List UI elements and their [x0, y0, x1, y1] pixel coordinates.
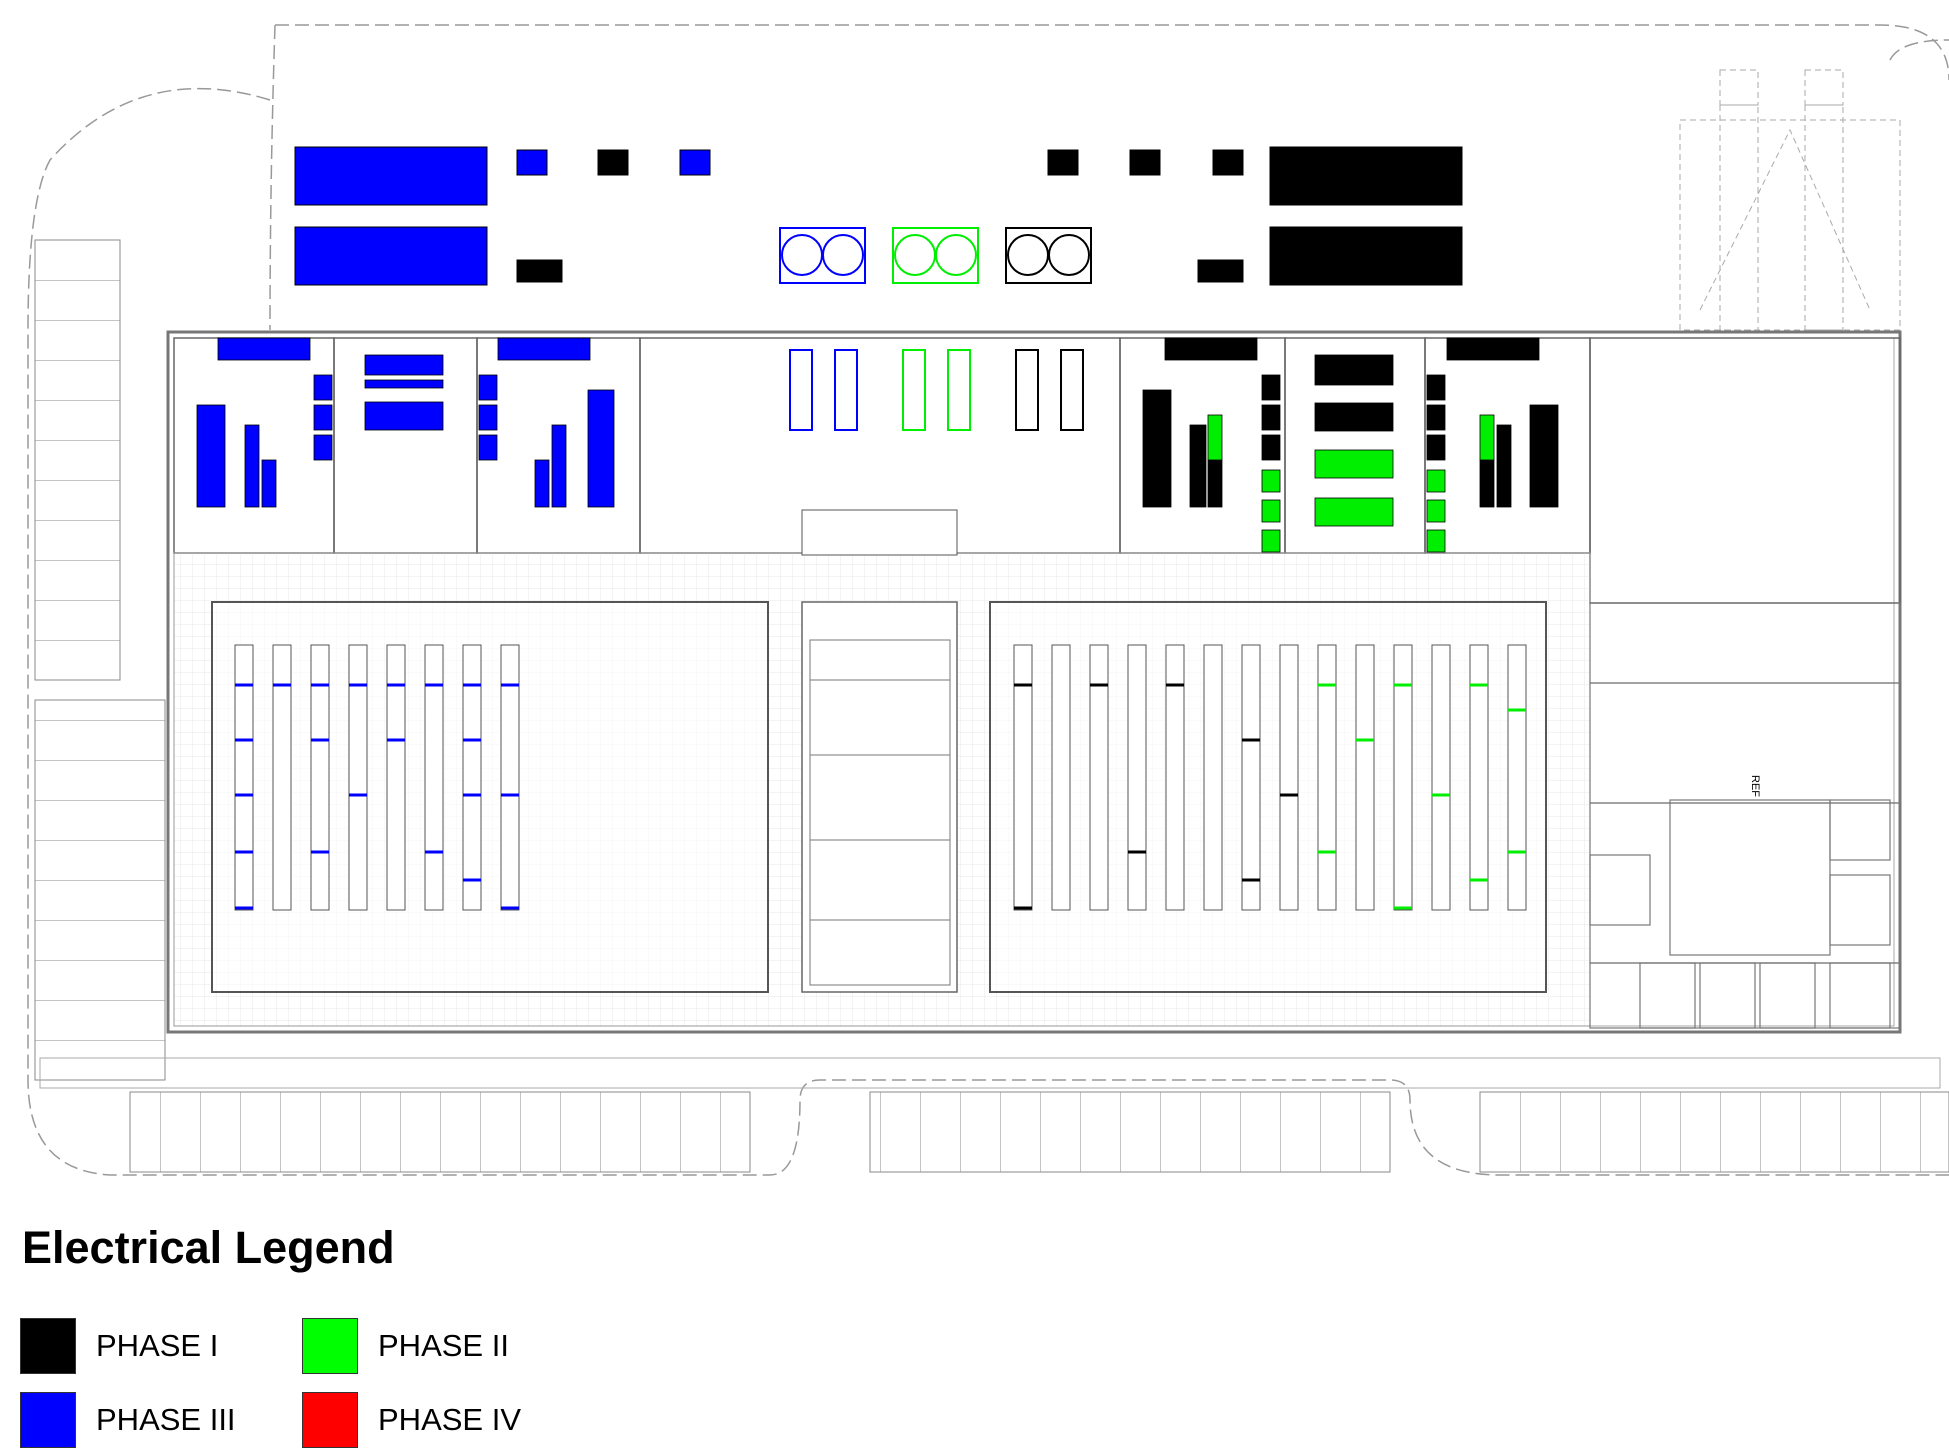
control-room	[801, 509, 958, 556]
legend-label-phase-ii: PHASE II	[378, 1328, 509, 1363]
data-hall-left	[211, 601, 769, 993]
switchgear-phase-i	[1142, 337, 1559, 508]
legend-item-phase-i: PHASE I	[20, 1318, 218, 1374]
data-hall-right	[989, 601, 1547, 993]
phase-i-swatch	[20, 1318, 76, 1374]
parking-bottom	[39, 1057, 1949, 1173]
exterior-equipment-phase-i	[516, 146, 1463, 286]
legend-label-phase-i: PHASE I	[96, 1328, 219, 1363]
legend-label-phase-iv: PHASE IV	[378, 1402, 521, 1437]
phase-iv-swatch	[302, 1392, 358, 1448]
phase-iii-swatch	[20, 1392, 76, 1448]
site-roadway	[27, 24, 1949, 1176]
center-core	[801, 601, 958, 993]
pdu-markers-phase-ii	[1318, 683, 1526, 910]
switchgear-phase-iii	[196, 337, 615, 508]
phase-ii-swatch	[302, 1318, 358, 1374]
parking-left	[34, 239, 166, 1081]
ref-annotation: REF	[1749, 775, 1761, 797]
legend-item-phase-iii: PHASE III	[20, 1392, 236, 1448]
server-racks-left	[234, 644, 520, 911]
pdu-markers-phase-i	[1014, 683, 1298, 910]
legend-title: Electrical Legend	[22, 1222, 395, 1273]
switchgear-phase-ii	[1207, 414, 1495, 553]
legend-label-phase-iii: PHASE III	[96, 1402, 236, 1437]
pdu-markers-phase-iii	[235, 683, 519, 910]
legend-item-phase-iv: PHASE IV	[302, 1392, 521, 1448]
site-floor-plan: REF	[27, 24, 1949, 1176]
utility-yard	[1679, 69, 1901, 331]
cooling-towers	[779, 227, 1092, 284]
exterior-equipment-phase-iii	[294, 146, 711, 286]
chillers	[789, 349, 1084, 431]
office-wing	[1589, 602, 1901, 1029]
legend-item-phase-ii: PHASE II	[302, 1318, 509, 1374]
server-racks-right	[1013, 644, 1527, 911]
